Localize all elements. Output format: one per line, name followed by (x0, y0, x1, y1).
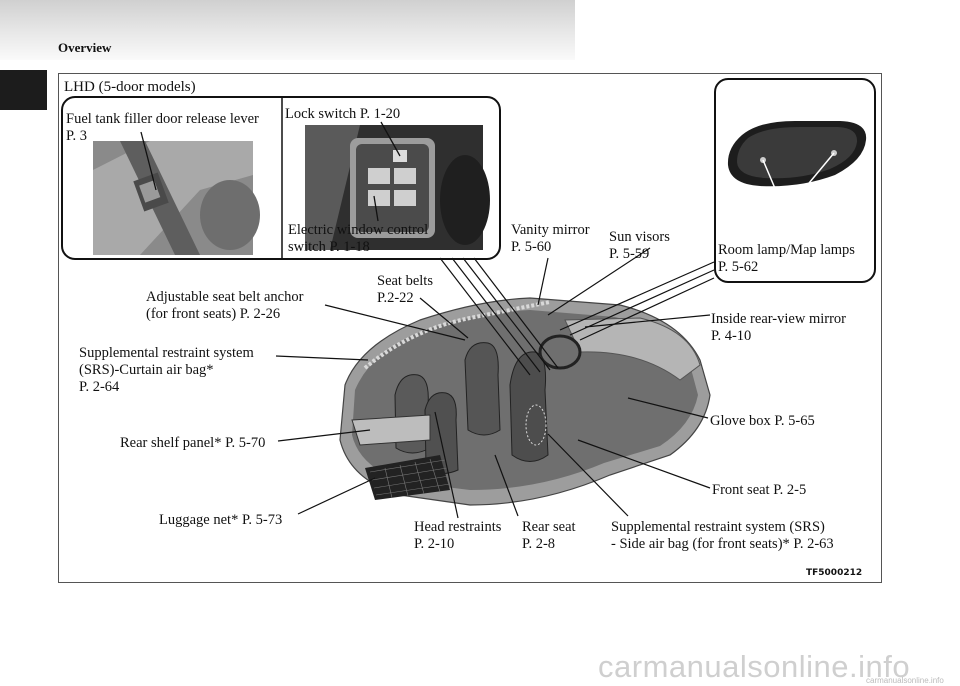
label-front-seat: Front seat P. 2-5 (712, 482, 807, 498)
door-switch-photo (305, 121, 490, 250)
figure-code: TF5000212 (806, 568, 863, 578)
label-window-switch: Electric window control switch P. 1-18 (288, 222, 429, 255)
label-curtain-airbag: Supplemental restraint system (SRS)-Curt… (79, 345, 254, 395)
label-head-restraints: Head restraints P. 2-10 (414, 519, 502, 552)
label-inside-mirror: Inside rear-view mirror P. 4-10 (711, 311, 846, 344)
label-side-airbag: Supplemental restraint system (SRS) - Si… (611, 519, 834, 552)
watermark-small: carmanualsonline.info (866, 676, 944, 685)
room-lamp-photo (727, 120, 867, 213)
figure-frame (58, 73, 882, 583)
label-sun-visors: Sun visors P. 5-59 (609, 229, 670, 262)
label-vanity-mirror: Vanity mirror P. 5-60 (511, 222, 590, 255)
label-room-lamp: Room lamp/Map lamps P. 5-62 (718, 242, 855, 275)
figure-title: LHD (5-door models) (64, 79, 196, 95)
car-cutaway (339, 297, 711, 506)
chapter-tab (0, 70, 47, 110)
fuel-lever-photo (93, 131, 260, 255)
section-title: Overview (58, 40, 112, 55)
label-glove-box: Glove box P. 5-65 (710, 413, 815, 429)
watermark: carmanualsonline.info (598, 649, 911, 684)
label-luggage-net: Luggage net* P. 5-73 (159, 512, 283, 528)
leader-lines (275, 247, 715, 519)
header-band (0, 0, 575, 60)
label-lock-switch: Lock switch P. 1-20 (285, 106, 401, 122)
label-seat-belts: Seat belts P.2-22 (377, 273, 433, 306)
label-fuel-lever: Fuel tank filler door release lever P. 3 (66, 111, 259, 144)
label-rear-seat: Rear seat P. 2-8 (522, 519, 576, 552)
label-rear-shelf: Rear shelf panel* P. 5-70 (120, 435, 266, 451)
label-belt-anchor: Adjustable seat belt anchor (for front s… (146, 289, 304, 322)
